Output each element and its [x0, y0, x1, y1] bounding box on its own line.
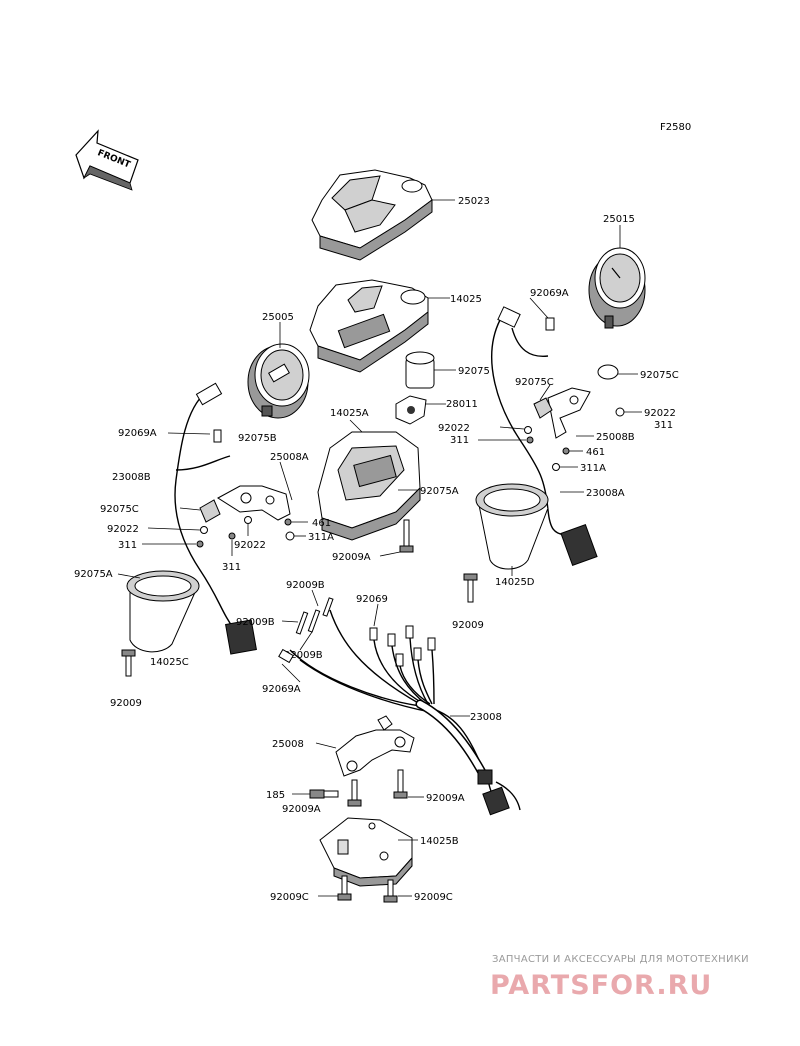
label-461-right: 461 [586, 447, 605, 458]
label-92009C-right: 92009C [414, 892, 453, 903]
label-92069A-left: 92069A [118, 428, 157, 439]
label-92022-right: 92022 [644, 408, 676, 419]
label-92069A-top: 92069A [530, 288, 569, 299]
grommet-92075C-right [597, 364, 619, 380]
front-arrow-icon: FRONT [75, 129, 139, 191]
cup-14025D [475, 483, 549, 570]
label-25008: 25008 [272, 739, 304, 750]
grommet-92075 [405, 351, 435, 389]
nut-311A-right [552, 463, 560, 471]
label-92075C: 92075C [640, 370, 679, 381]
bracket-25008 [335, 715, 415, 777]
label-92022-left: 92022 [107, 524, 139, 535]
screw-185 [309, 789, 339, 799]
label-23008A: 23008A [586, 488, 625, 499]
connector-23008A [560, 523, 598, 567]
screw-92009A-mid [399, 519, 414, 553]
label-28011: 28011 [446, 399, 478, 410]
label-92009-left: 92009 [110, 698, 142, 709]
bulb-92069A-left [195, 382, 223, 443]
label-14025A: 14025A [330, 408, 369, 419]
label-311-right: 311 [654, 420, 673, 431]
screw-92009-right [463, 573, 478, 603]
label-92009C-left: 92009C [270, 892, 309, 903]
label-92009B-left: 92009B [236, 617, 275, 628]
label-185: 185 [266, 790, 285, 801]
screw-92009-left [121, 649, 136, 677]
label-92009B-mid: 92009B [284, 650, 323, 661]
label-92075: 92075 [458, 366, 490, 377]
washer-92022-center [244, 516, 252, 524]
label-23008: 23008 [470, 712, 502, 723]
bracket-25008B [547, 387, 591, 439]
tachometer-25015 [588, 247, 646, 329]
bracket-25008A [217, 485, 291, 521]
meter-case-14025 [309, 279, 429, 373]
label-92069A-bottom: 92069A [262, 684, 301, 695]
screw-92009A-bottom2 [393, 769, 408, 799]
label-25008A: 25008A [270, 452, 309, 463]
washer-92022-left [200, 526, 208, 534]
cover-14025B [319, 817, 413, 887]
label-92075A-mid: 92075A [420, 486, 459, 497]
label-92022-mid: 92022 [438, 423, 470, 434]
figure-code: F2580 [660, 122, 691, 133]
label-311A-left: 311A [308, 532, 334, 543]
label-23008B: 23008B [112, 472, 151, 483]
harness-23008B [174, 391, 237, 633]
label-25008B: 25008B [596, 432, 635, 443]
cup-14025C [126, 570, 200, 653]
connector-23008B [225, 619, 257, 655]
label-92009A-mid: 92009A [332, 552, 371, 563]
grommet-92075C-left [199, 499, 221, 523]
screw-92009C-left [337, 875, 352, 901]
label-92075B: 92075B [238, 433, 277, 444]
label-14025C: 14025C [150, 657, 189, 668]
label-92009B-top: 92009B [286, 580, 325, 591]
meter-cover-25023 [311, 169, 433, 261]
lower-case-14025A [317, 431, 421, 541]
harness-23008 [289, 609, 521, 816]
speedometer-25005 [247, 343, 310, 419]
label-14025B: 14025B [420, 836, 459, 847]
nut-311-left [196, 540, 204, 548]
label-311-center: 311 [222, 562, 241, 573]
label-311A-right: 311A [580, 463, 606, 474]
washer-92022-mid [524, 426, 532, 434]
washer-92022-right [615, 407, 625, 417]
harness-23008A [491, 319, 576, 541]
grommet-92075C-mid [533, 397, 553, 419]
nut-461-right [562, 447, 570, 455]
nut-461-left [284, 518, 292, 526]
nut-311-center [228, 532, 236, 540]
nut-311A-left [285, 531, 295, 541]
label-92075C-left: 92075C [100, 504, 139, 515]
label-92009A-bottom2: 92009A [426, 793, 465, 804]
screws-92009B [295, 597, 334, 635]
screw-92009A-bottom [347, 779, 362, 807]
watermark-logo: PARTSFOR.RU [490, 970, 712, 1001]
bulbs-92069 [369, 625, 436, 667]
label-92022-center: 92022 [234, 540, 266, 551]
bulb-92069A-top [497, 306, 555, 331]
label-311-mid: 311 [450, 435, 469, 446]
label-92009A-bottom: 92009A [282, 804, 321, 815]
label-92069: 92069 [356, 594, 388, 605]
label-92009-right: 92009 [452, 620, 484, 631]
label-461-left: 461 [312, 518, 331, 529]
watermark-tagline: ЗАПЧАСТИ И АКСЕССУАРЫ ДЛЯ МОТОТЕХНИКИ [492, 954, 749, 965]
bulb-92069A-bottom [278, 648, 294, 664]
label-25015: 25015 [603, 214, 635, 225]
label-92075C-mid: 92075C [515, 377, 554, 388]
screw-92009C-right [383, 879, 398, 903]
label-14025D: 14025D [495, 577, 535, 588]
label-311-left: 311 [118, 540, 137, 551]
nut-311-mid [526, 436, 534, 444]
label-25005: 25005 [262, 312, 294, 323]
indicator-28011 [395, 395, 427, 425]
label-25023: 25023 [458, 196, 490, 207]
label-14025: 14025 [450, 294, 482, 305]
label-92075A-left: 92075A [74, 569, 113, 580]
